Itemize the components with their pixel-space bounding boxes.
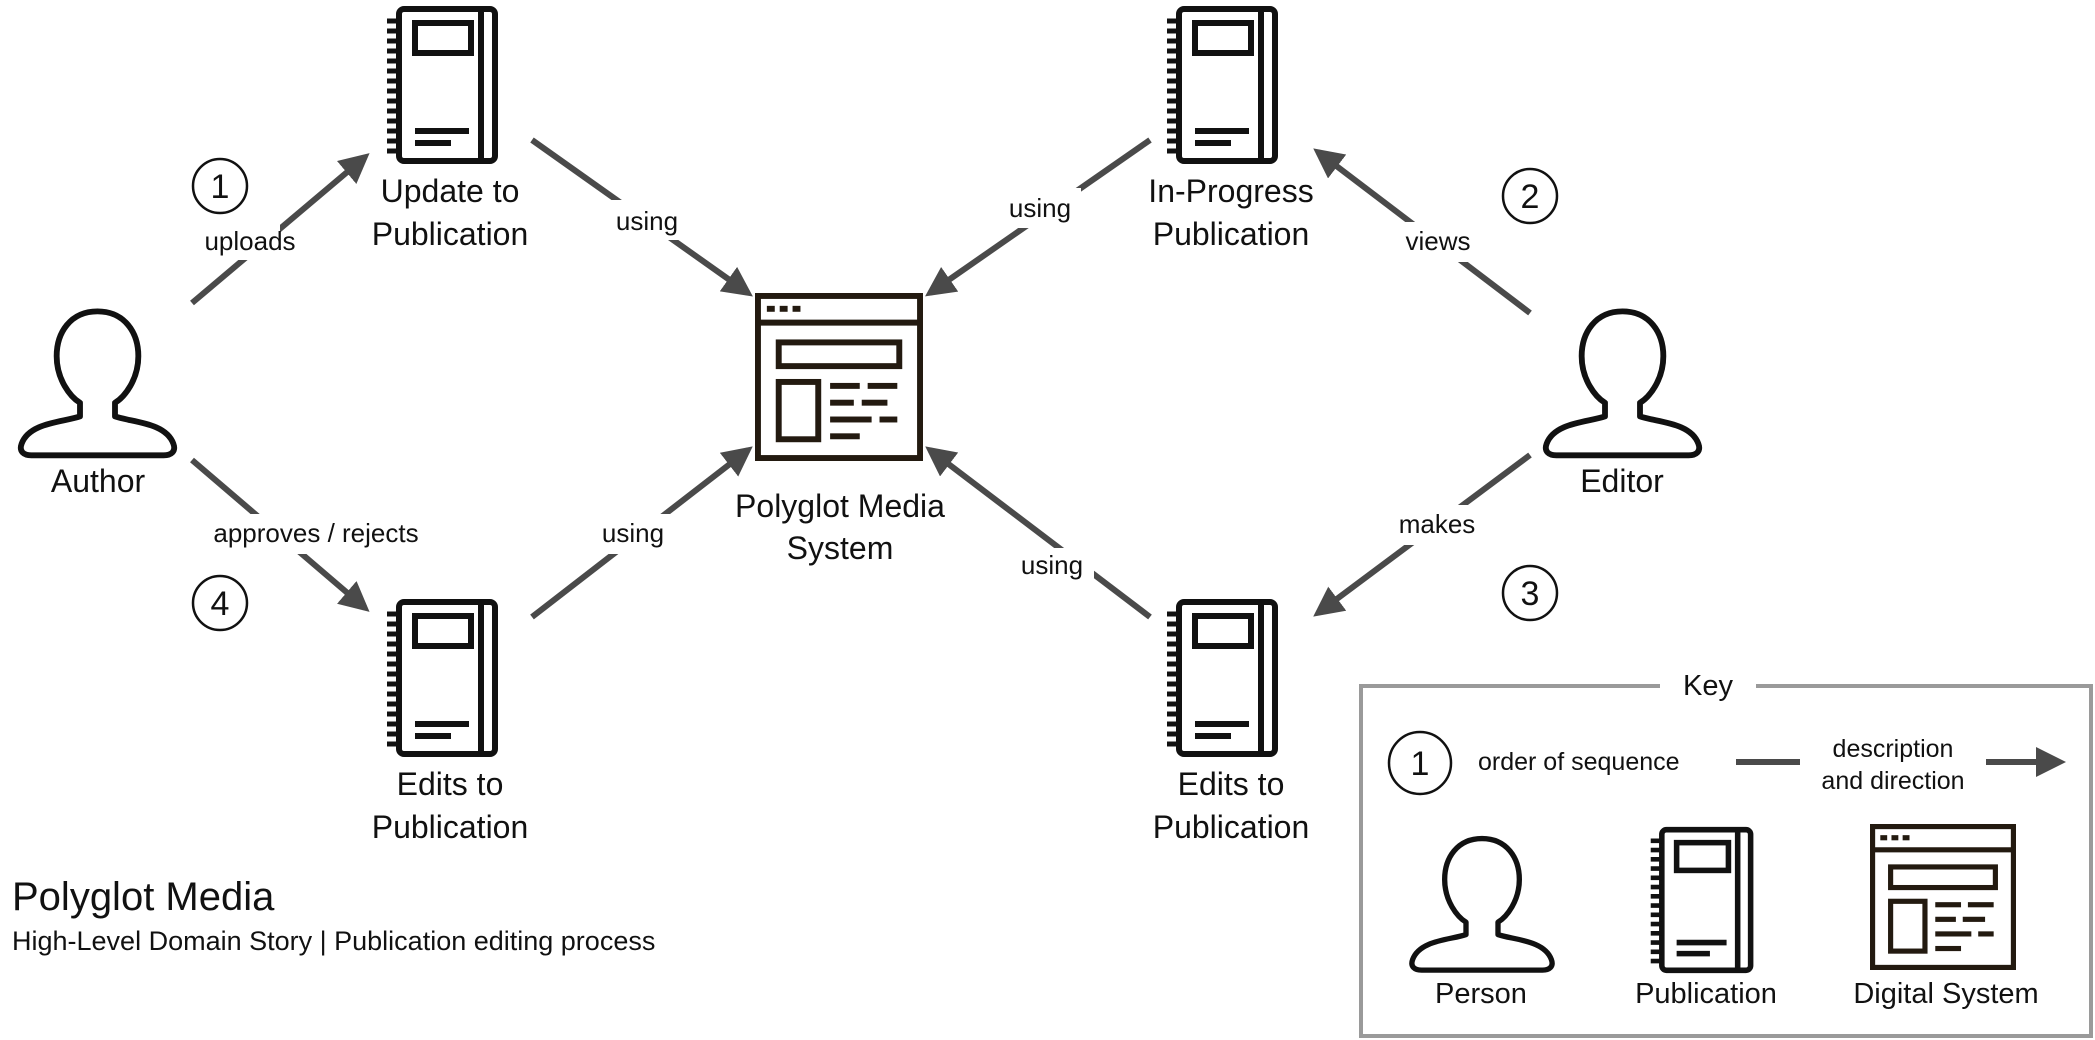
object-label-line-2: Publication	[1153, 216, 1310, 252]
diagram-caption: Polyglot Media High-Level Domain Story |…	[12, 875, 655, 956]
system-label-line-1: Polyglot Media	[735, 488, 945, 524]
person-icon	[1546, 311, 1699, 455]
object-edits-to-publication-left: Edits to Publication	[372, 602, 529, 845]
diagram-title: Polyglot Media	[12, 875, 275, 919]
object-label-line-2: Publication	[372, 809, 529, 845]
arrow-edits-right-using	[925, 446, 1152, 620]
step-circle-1	[191, 157, 249, 215]
person-icon	[21, 311, 174, 455]
notebook-icon	[387, 9, 495, 161]
step-numbers: 1 2 3 4	[191, 157, 1559, 632]
step-number-4: 4	[211, 585, 230, 623]
object-label-line-2: Publication	[1153, 809, 1310, 845]
legend-step-number: 1	[1411, 745, 1430, 783]
step-circle-4	[191, 574, 249, 632]
object-inprogress-publication: In-Progress Publication	[1148, 9, 1314, 252]
step-number-3: 3	[1521, 575, 1540, 613]
step-circle-2	[1501, 167, 1559, 225]
browser-window-icon	[1873, 827, 2014, 968]
object-edits-to-publication-right: Edits to Publication	[1153, 602, 1310, 845]
legend-publication-label: Publication	[1635, 978, 1777, 1010]
legend-person-label: Person	[1435, 978, 1527, 1010]
notebook-icon	[1651, 830, 1751, 971]
browser-window-icon	[758, 296, 920, 458]
actor-label-author: Author	[51, 463, 146, 499]
actor-editor: Editor	[1546, 311, 1699, 499]
object-label-line-2: Publication	[372, 216, 529, 252]
edge-label-approves-rejects: approves / rejects	[213, 518, 418, 548]
edge-labels: uploads using using views makes using ap…	[190, 188, 1488, 588]
object-label-line-1: In-Progress	[1148, 173, 1313, 209]
system-label-line-2: System	[787, 530, 894, 566]
object-label-line-1: Edits to	[397, 766, 504, 802]
legend-description-line-2: and direction	[1821, 767, 1964, 795]
step-circle-3	[1501, 564, 1559, 622]
edge-label-using: using	[1009, 193, 1071, 223]
legend-step-circle	[1387, 730, 1453, 796]
person-icon	[1412, 839, 1552, 971]
object-label-line-1: Update to	[381, 173, 520, 209]
edge-label-uploads: uploads	[204, 226, 295, 256]
edge-label-using: using	[616, 206, 678, 236]
notebook-icon	[1167, 602, 1275, 754]
edge-label-makes: makes	[1399, 509, 1476, 539]
object-update-to-publication: Update to Publication	[372, 9, 529, 252]
legend-system-label: Digital System	[1853, 978, 2038, 1010]
diagram-subtitle: High-Level Domain Story | Publication ed…	[12, 926, 655, 956]
notebook-icon	[1167, 9, 1275, 161]
notebook-icon	[387, 602, 495, 754]
actor-author: Author	[21, 311, 174, 499]
step-number-1: 1	[211, 168, 230, 206]
edge-label-using: using	[1021, 550, 1083, 580]
edge-label-views: views	[1405, 226, 1470, 256]
system-polyglot-media: Polyglot Media System	[735, 296, 945, 566]
legend-description-line-1: description	[1833, 735, 1954, 763]
legend: Key 1 order of sequence description and …	[1359, 668, 2093, 1038]
actor-label-editor: Editor	[1580, 463, 1664, 499]
legend-title: Key	[1683, 670, 1733, 702]
legend-order-label: order of sequence	[1478, 748, 1680, 776]
edge-label-using: using	[602, 518, 664, 548]
object-label-line-1: Edits to	[1178, 766, 1285, 802]
step-number-2: 2	[1521, 178, 1540, 216]
